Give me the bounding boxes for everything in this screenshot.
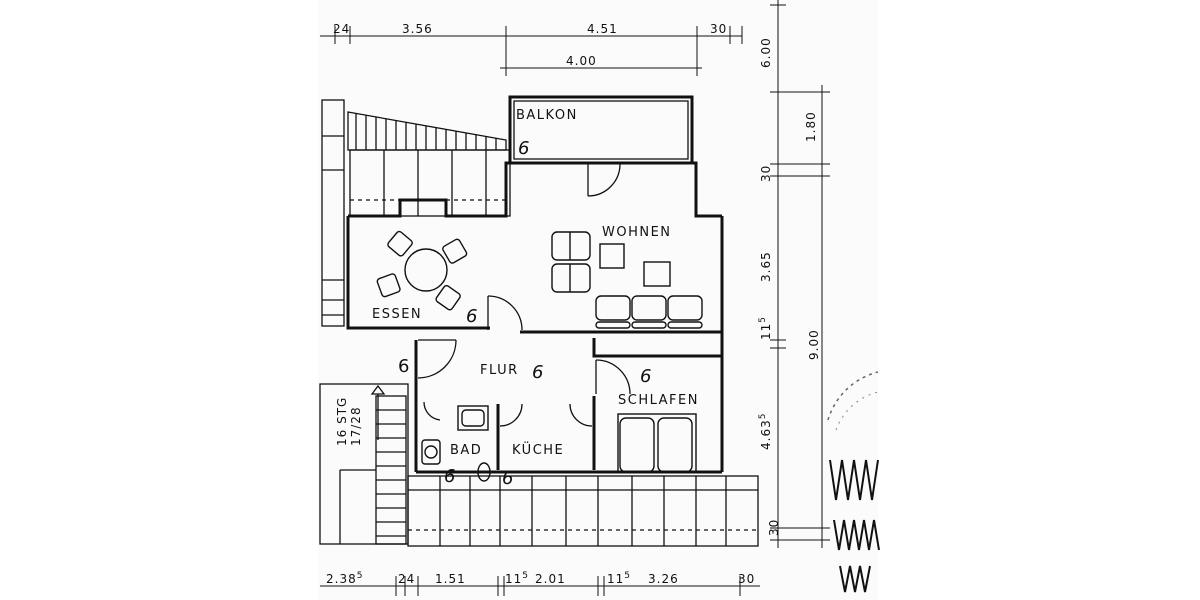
mark-stair-left: 6 xyxy=(398,356,409,377)
left-edge-fragments xyxy=(321,99,345,327)
page-margin xyxy=(878,0,1200,600)
top-planter xyxy=(349,149,511,217)
dim-bottom-11b: 115 xyxy=(607,571,631,586)
room-label-bad: BAD xyxy=(450,443,482,458)
dim-top-451: 4.51 xyxy=(587,22,618,36)
margin-stamp xyxy=(827,371,879,431)
dim-top-24: 24 xyxy=(333,22,350,36)
dim-right-180: 1.80 xyxy=(804,111,818,142)
bed xyxy=(617,413,697,473)
room-label-flur: FLUR xyxy=(480,363,519,378)
south-planter xyxy=(407,475,759,547)
neighbour-wedge xyxy=(347,111,507,151)
room-label-wohnen: WOHNEN xyxy=(602,225,672,240)
dim-bottom-326: 3.26 xyxy=(648,572,679,586)
dim-bottom-151: 1.51 xyxy=(435,572,466,586)
dim-right-900: 9.00 xyxy=(807,329,821,360)
dim-right-600: 6.00 xyxy=(759,37,773,68)
dim-bottom-2385: 2.385 xyxy=(326,571,363,586)
dim-right-30b: 30 xyxy=(767,519,781,536)
inner-dimension-line: 4.00 xyxy=(500,54,702,76)
mark-bad: 6 xyxy=(444,466,455,487)
dim-bottom-11a: 115 xyxy=(505,571,529,586)
room-label-kueche: KÜCHE xyxy=(512,441,564,458)
right-dimension-chain: 6.00 1.80 30 3.65 115 9.00 4.635 30 xyxy=(758,0,830,548)
bottom-dimension-chain: 2.385 24 1.51 115 2.01 115 3.26 30 xyxy=(320,571,760,596)
stair-ratio-label: 17/28 xyxy=(349,406,363,446)
dim-top-30: 30 xyxy=(710,22,727,36)
dim-bottom-201: 2.01 xyxy=(535,572,566,586)
doors xyxy=(417,163,631,427)
dim-bottom-30: 30 xyxy=(738,572,755,586)
room-labels: BALKON WOHNEN ESSEN FLUR SCHLAFEN BAD KÜ… xyxy=(372,108,699,458)
dim-right-11: 115 xyxy=(758,316,773,340)
room-label-essen: ESSEN xyxy=(372,307,422,322)
living-furniture xyxy=(551,231,703,329)
top-dimension-chain: 24 3.56 4.51 30 xyxy=(320,22,743,60)
mark-kueche: 6 xyxy=(502,468,513,489)
mark-flur: 6 xyxy=(532,362,543,383)
mark-schlafen: 6 xyxy=(640,366,651,387)
dim-right-30a: 30 xyxy=(759,165,773,182)
handwritten-marks: 6 6 6 6 6 6 6 xyxy=(398,138,651,489)
dim-inner-400: 4.00 xyxy=(566,54,597,68)
dining-set xyxy=(376,230,468,311)
dim-right-463: 4.635 xyxy=(758,413,773,450)
staircase: 16 STG 17/28 xyxy=(319,383,409,545)
mark-essen: 6 xyxy=(466,306,477,327)
mark-balkon: 6 xyxy=(518,138,529,159)
dim-top-356: 3.56 xyxy=(402,22,433,36)
balcony xyxy=(508,95,694,165)
room-label-balkon: BALKON xyxy=(516,108,578,123)
bathroom-fixtures xyxy=(421,405,491,482)
dim-bottom-24: 24 xyxy=(398,572,415,586)
margin-scribbles xyxy=(829,459,880,593)
room-label-schlafen: SCHLAFEN xyxy=(618,393,699,408)
stair-steps-label: 16 STG xyxy=(335,397,349,446)
dim-right-365: 3.65 xyxy=(759,251,773,282)
